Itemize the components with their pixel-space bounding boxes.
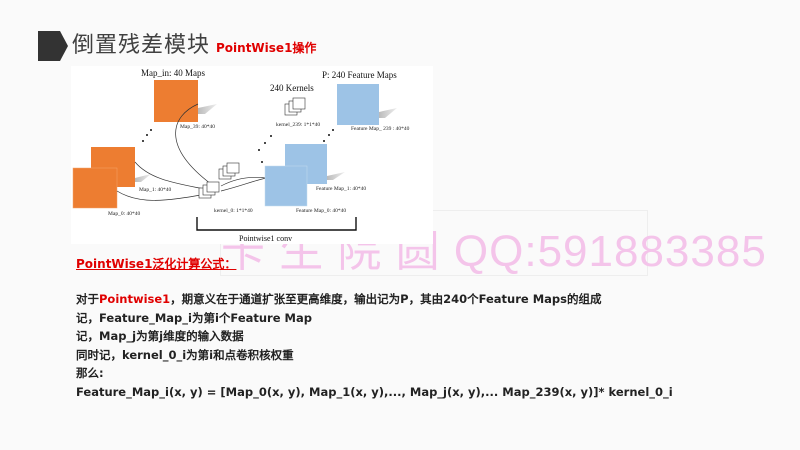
map-in-label: Map_in: 40 Maps [141, 68, 205, 78]
pointwise-diagram: Map_in: 40 Maps Map_39: 40*40 Map_1: 40*… [71, 66, 433, 244]
svg-text:Feature Map_0: 40*40: Feature Map_0: 40*40 [296, 208, 346, 214]
description-line-5: 那么: [76, 366, 104, 380]
svg-text:Map_0: 40*40: Map_0: 40*40 [108, 211, 140, 217]
svg-text:Map_39: 40*40: Map_39: 40*40 [180, 124, 215, 130]
description-line-3: 记，Map_j为第j维度的输入数据 [76, 329, 244, 343]
svg-text:240 Kernels: 240 Kernels [270, 83, 314, 93]
svg-text:Pointwise1 conv: Pointwise1 conv [239, 234, 292, 243]
pointwise-highlight: Pointwise1 [99, 292, 171, 306]
svg-text:Map_1: 40*40: Map_1: 40*40 [139, 187, 171, 193]
page-title: 倒置残差模块 [72, 33, 211, 58]
svg-text:kernel_0: 1*1*40: kernel_0: 1*1*40 [214, 208, 253, 214]
svg-text:P: 240 Feature Maps: P: 240 Feature Maps [322, 70, 397, 80]
formula-heading: PointWise1泛化计算公式： [76, 257, 237, 271]
page-subtitle: PointWise1操作 [216, 41, 317, 55]
svg-text:Feature Map_1: 40*40: Feature Map_1: 40*40 [316, 186, 366, 192]
svg-text:kernel_239: 1*1*40: kernel_239: 1*1*40 [276, 122, 320, 128]
description-line-2: 记，Feature_Map_i为第i个Feature Map [76, 310, 312, 325]
description-line-4: 同时记，kernel_0_i为第i和点卷积核权重 [76, 347, 294, 362]
formula-equation: Feature_Map_i(x, y) = [Map_0(x, y), Map_… [76, 384, 673, 399]
svg-text:Feature Map_ 239 : 40*40: Feature Map_ 239 : 40*40 [351, 126, 410, 132]
description-line-1: 对于Pointwise1，期意义在于通道扩张至更高维度，输出记为P，其由240个… [76, 292, 602, 306]
formula-description: 对于Pointwise1，期意义在于通道扩张至更高维度，输出记为P，其由240个… [76, 290, 673, 401]
